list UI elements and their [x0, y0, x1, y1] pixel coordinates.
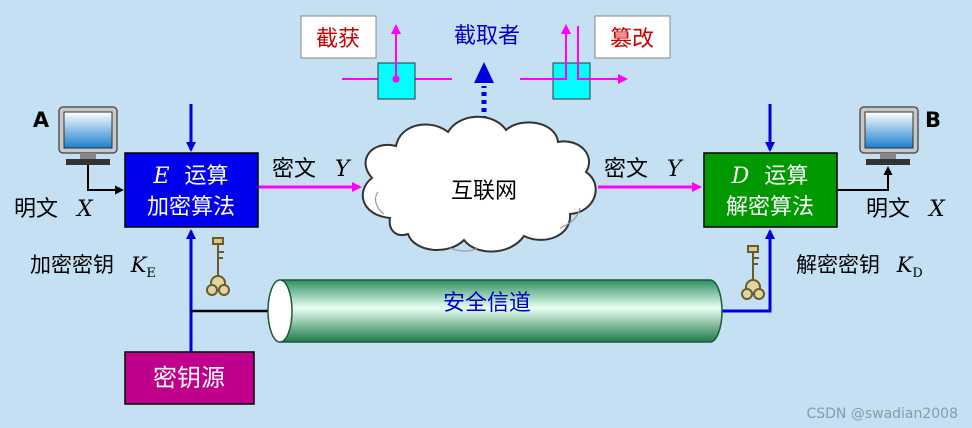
encrypt-sub-label: 加密算法: [147, 195, 235, 220]
ciphertext-left-label: 密文: [272, 157, 316, 182]
intercept-label-box: [300, 15, 377, 59]
encrypt-title-label: 运算: [185, 164, 229, 189]
enc-key-label: 加密密钥: [30, 253, 114, 277]
ciphertext-left-var: Y: [335, 157, 352, 182]
internet-cloud: [361, 115, 597, 253]
tamper-label: 篡改: [610, 27, 654, 52]
key-source-box: 密钥源: [124, 351, 255, 405]
svg-text:密文 Y: 密文 Y: [272, 157, 352, 182]
intercept-group: 截获: [300, 15, 452, 100]
enc-key-sub: E: [146, 266, 156, 281]
internet-label: 互联网: [451, 179, 517, 204]
ciphertext-right-label: 密文: [604, 157, 648, 182]
computer-b-icon: [859, 106, 919, 165]
computer-a-icon: [58, 106, 118, 165]
tamper-group: 篡改: [520, 15, 671, 100]
tamper-in-line: [520, 24, 571, 80]
plaintext-left-label: 明文: [14, 197, 58, 222]
decrypt-op-label: D: [731, 164, 750, 189]
svg-text:明文 X: 明文 X: [866, 197, 946, 222]
plaintext-right-var: X: [927, 197, 946, 222]
decrypt-sub-label: 解密算法: [726, 195, 814, 220]
host-b-label: B: [925, 108, 941, 132]
plaintext-out-connector: [838, 166, 893, 191]
tamper-tap-box: [552, 62, 591, 100]
svg-text:明文 X: 明文 X: [14, 197, 94, 222]
dec-key-sub: D: [912, 266, 922, 281]
host-a-label: A: [33, 108, 50, 132]
plaintext-in-connector: [87, 165, 124, 195]
encrypt-box: E 运算 加密算法: [124, 152, 259, 228]
intercept-tap-point: [392, 75, 400, 83]
plaintext-right-label: 明文: [866, 197, 910, 222]
dec-key-line: [722, 229, 775, 313]
encrypt-op-label: E: [152, 164, 169, 189]
svg-text:加密密钥 KE: 加密密钥 KE: [30, 253, 156, 281]
ciphertext-right-var: Y: [667, 157, 684, 182]
encryption-key-icon: [206, 237, 230, 296]
secure-channel-pipe: [267, 279, 723, 343]
decrypt-box: D 运算 解密算法: [703, 152, 838, 228]
interceptor-arrowhead: [474, 62, 494, 83]
intercept-label: 截获: [316, 27, 360, 52]
svg-text:E 运算: E 运算: [152, 164, 228, 189]
svg-text:密文 Y: 密文 Y: [604, 157, 684, 182]
key-source-label: 密钥源: [153, 364, 225, 392]
plaintext-left-var: X: [75, 197, 94, 222]
dec-key-var: K: [896, 253, 914, 277]
interceptor-group: 截取者: [454, 24, 520, 160]
secure-channel-label: 安全信道: [443, 291, 531, 316]
svg-text:D 运算: D 运算: [731, 164, 809, 189]
interceptor-label: 截取者: [454, 24, 520, 49]
watermark-text: CSDN @swadian2008: [806, 406, 958, 422]
enc-key-var: K: [130, 253, 148, 277]
decrypt-title-label: 运算: [764, 164, 808, 189]
decryption-key-icon: [741, 245, 765, 300]
tamper-out-line: [577, 26, 628, 84]
tamper-label-box: [594, 15, 671, 59]
dec-key-label: 解密密钥: [796, 253, 880, 277]
svg-text:解密密钥 KD: 解密密钥 KD: [796, 253, 923, 281]
